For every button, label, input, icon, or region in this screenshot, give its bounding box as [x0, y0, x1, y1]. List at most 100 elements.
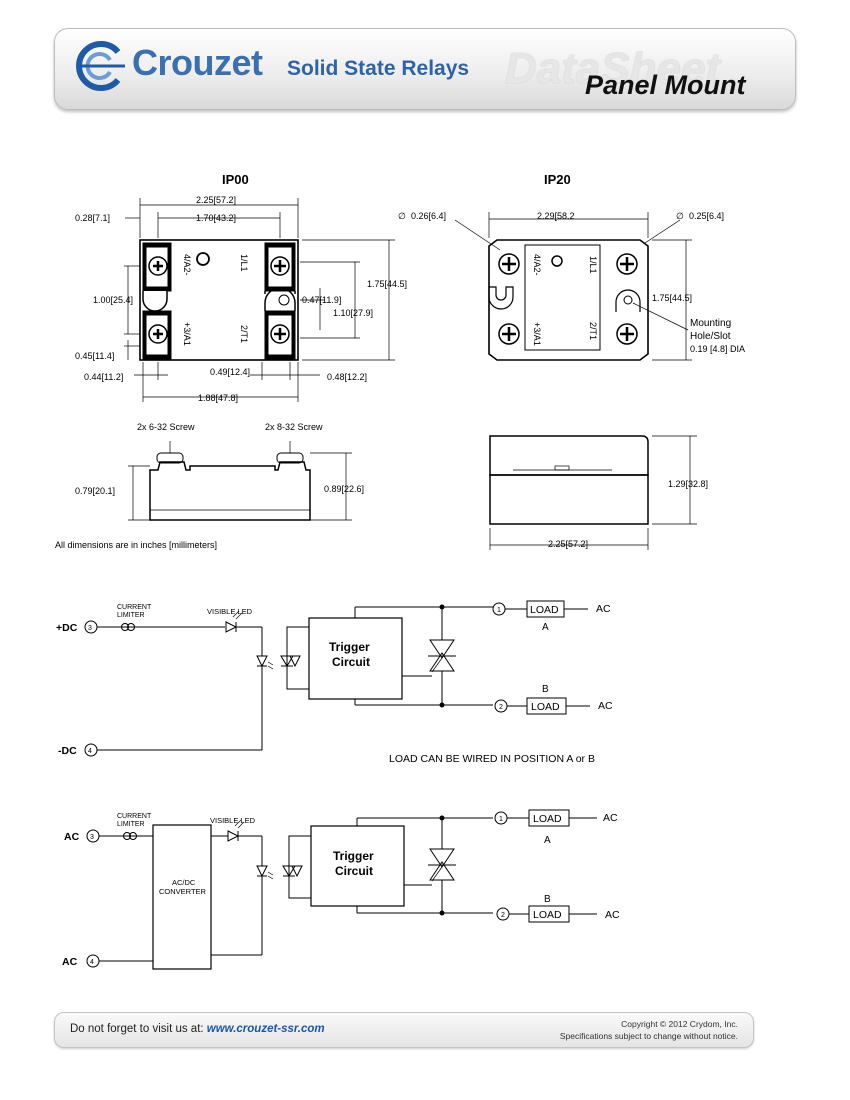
side-view-right [489, 435, 697, 550]
svg-text:4/A2-: 4/A2- [182, 254, 192, 276]
ip20-title: IP20 [544, 172, 571, 187]
svg-text:0.26[6.4]: 0.26[6.4] [411, 211, 446, 221]
svg-text:1.10[27.9]: 1.10[27.9] [333, 308, 373, 318]
svg-text:0.79[20.1]: 0.79[20.1] [75, 486, 115, 496]
footer-copyright: Copyright © 2012 Crydom, Inc. Specificat… [560, 1018, 738, 1042]
svg-text:0.44[11.2]: 0.44[11.2] [84, 372, 123, 382]
ip00-title: IP00 [222, 172, 249, 187]
side-view-left [128, 441, 352, 521]
ip20-terminal-labels: 4/A2- +3/A1 1/L1 2/T1 [532, 254, 598, 346]
svg-text:AC: AC [605, 909, 620, 921]
svg-text:Circuit: Circuit [332, 655, 370, 669]
svg-text:1: 1 [499, 816, 503, 823]
svg-text:LOAD CAN BE WIRED IN POSITION: LOAD CAN BE WIRED IN POSITION A or B [389, 753, 595, 765]
svg-text:LOAD: LOAD [530, 604, 559, 616]
svg-text:0.19 [4.8] DIA: 0.19 [4.8] DIA [690, 344, 745, 354]
svg-text:2.25[57.2]: 2.25[57.2] [196, 195, 236, 205]
footer-bar [54, 1012, 754, 1048]
svg-text:3: 3 [88, 625, 92, 632]
svg-text:0.89[22.6]: 0.89[22.6] [324, 484, 364, 494]
svg-text:A: A [544, 835, 551, 846]
side-view-right-text: 1.29[32.8] 2.25[57.2] [548, 479, 708, 549]
svg-text:1.75[44.5]: 1.75[44.5] [367, 279, 407, 289]
svg-text:AC: AC [598, 700, 613, 712]
svg-text:LOAD: LOAD [533, 813, 562, 825]
svg-text:3: 3 [90, 834, 94, 841]
svg-text:2.29[58.2: 2.29[58.2 [537, 211, 575, 221]
svg-text:1.70[43.2]: 1.70[43.2] [196, 213, 236, 223]
svg-text:2: 2 [501, 912, 505, 919]
schematic-ac-wiring [86, 809, 597, 970]
svg-text:1.00[25.4]: 1.00[25.4] [93, 295, 133, 305]
svg-text:2x 6-32 Screw: 2x 6-32 Screw [137, 422, 195, 432]
footer-visit-text: Do not forget to visit us at: [70, 1023, 204, 1035]
svg-text:AC/DC: AC/DC [172, 878, 196, 887]
svg-text:B: B [542, 684, 549, 695]
svg-text:VISIBLE LED: VISIBLE LED [210, 816, 256, 825]
svg-text:CONVERTER: CONVERTER [159, 887, 207, 896]
svg-text:-DC: -DC [58, 745, 77, 757]
svg-text:AC: AC [596, 603, 611, 615]
svg-text:1.29[32.8]: 1.29[32.8] [668, 479, 708, 489]
ip20-outline [488, 239, 649, 361]
svg-text:2x 8-32 Screw: 2x 8-32 Screw [265, 422, 323, 432]
svg-text:1.75[44.5]: 1.75[44.5] [652, 293, 692, 303]
ip00-dimension-lines [124, 198, 395, 402]
svg-text:1: 1 [497, 607, 501, 614]
svg-text:0.28[7.1]: 0.28[7.1] [75, 213, 110, 223]
svg-text:+3/A1: +3/A1 [182, 322, 192, 346]
schematic-dc-text: +DC -DC 3 4 CURRENT LIMITER VISIBLE LED … [56, 603, 613, 765]
svg-text:0.49[12.4]: 0.49[12.4] [210, 367, 250, 377]
svg-text:VISIBLE LED: VISIBLE LED [207, 607, 253, 616]
svg-text:Circuit: Circuit [335, 864, 373, 878]
ip00-dimension-text: 2.25[57.2] 0.28[7.1] 1.70[43.2] 1.00[25.… [75, 195, 407, 403]
schematic-ac-text: AC AC 3 4 CURRENT LIMITER VISIBLE LED AC… [62, 812, 620, 968]
header-subtitle: Solid State Relays [287, 57, 470, 80]
svg-text:LOAD: LOAD [533, 909, 562, 921]
svg-text:LOAD: LOAD [531, 701, 560, 713]
disclaimer-text: Specifications subject to change without… [559, 1031, 738, 1041]
svg-text:B: B [544, 894, 551, 905]
copyright-text: Copyright © 2012 Crydom, Inc. [621, 1019, 738, 1029]
svg-text:4: 4 [88, 748, 92, 755]
ip20-dimension-text: ∅ 0.26[6.4] 2.29[58.2 ∅ 0.25[6.4] 1.75[4… [398, 211, 745, 354]
dimensions-note: All dimensions are in inches [millimeter… [55, 540, 217, 550]
ip00-outline [139, 239, 299, 361]
svg-text:1/L1: 1/L1 [588, 256, 598, 274]
brand-name: Crouzet [132, 42, 263, 83]
header-banner [54, 28, 796, 110]
svg-text:CURRENT: CURRENT [117, 813, 152, 820]
svg-text:LIMITER: LIMITER [117, 612, 145, 619]
svg-text:∅: ∅ [398, 211, 406, 221]
footer-url-link[interactable]: www.crouzet-ssr.com [206, 1023, 325, 1035]
svg-text:2/T1: 2/T1 [588, 322, 598, 340]
svg-text:Trigger: Trigger [333, 849, 374, 863]
datasheet-watermark: DataSheet [505, 44, 721, 93]
svg-text:0.48[12.2]: 0.48[12.2] [327, 372, 367, 382]
svg-text:Trigger: Trigger [329, 640, 370, 654]
crouzet-logo-icon [76, 41, 125, 91]
svg-text:4: 4 [90, 959, 94, 966]
schematic-dc-wiring [84, 600, 590, 757]
footer-visit: Do not forget to visit us at: www.crouze… [70, 1023, 325, 1035]
svg-text:CURRENT: CURRENT [117, 604, 152, 611]
svg-text:0.45[11.4]: 0.45[11.4] [75, 351, 114, 361]
svg-text:∅: ∅ [676, 211, 684, 221]
svg-text:2/T1: 2/T1 [239, 325, 249, 343]
svg-text:Mounting: Mounting [690, 318, 731, 329]
svg-text:Hole/Slot: Hole/Slot [690, 331, 731, 342]
svg-text:+DC: +DC [56, 622, 78, 634]
svg-text:+3/A1: +3/A1 [532, 322, 542, 346]
svg-text:2: 2 [499, 704, 503, 711]
svg-text:AC: AC [64, 831, 80, 843]
svg-text:1/L1: 1/L1 [239, 254, 249, 272]
svg-text:0.47[11.9]: 0.47[11.9] [302, 295, 341, 305]
svg-text:2.25[57.2]: 2.25[57.2] [548, 539, 588, 549]
svg-text:4/A2-: 4/A2- [532, 254, 542, 276]
svg-text:AC: AC [603, 812, 618, 824]
svg-text:A: A [542, 622, 549, 633]
svg-text:AC: AC [62, 956, 78, 968]
page-type-title: Panel Mount [585, 70, 746, 100]
side-view-left-text: 2x 6-32 Screw 2x 8-32 Screw 0.79[20.1] 0… [75, 422, 364, 496]
